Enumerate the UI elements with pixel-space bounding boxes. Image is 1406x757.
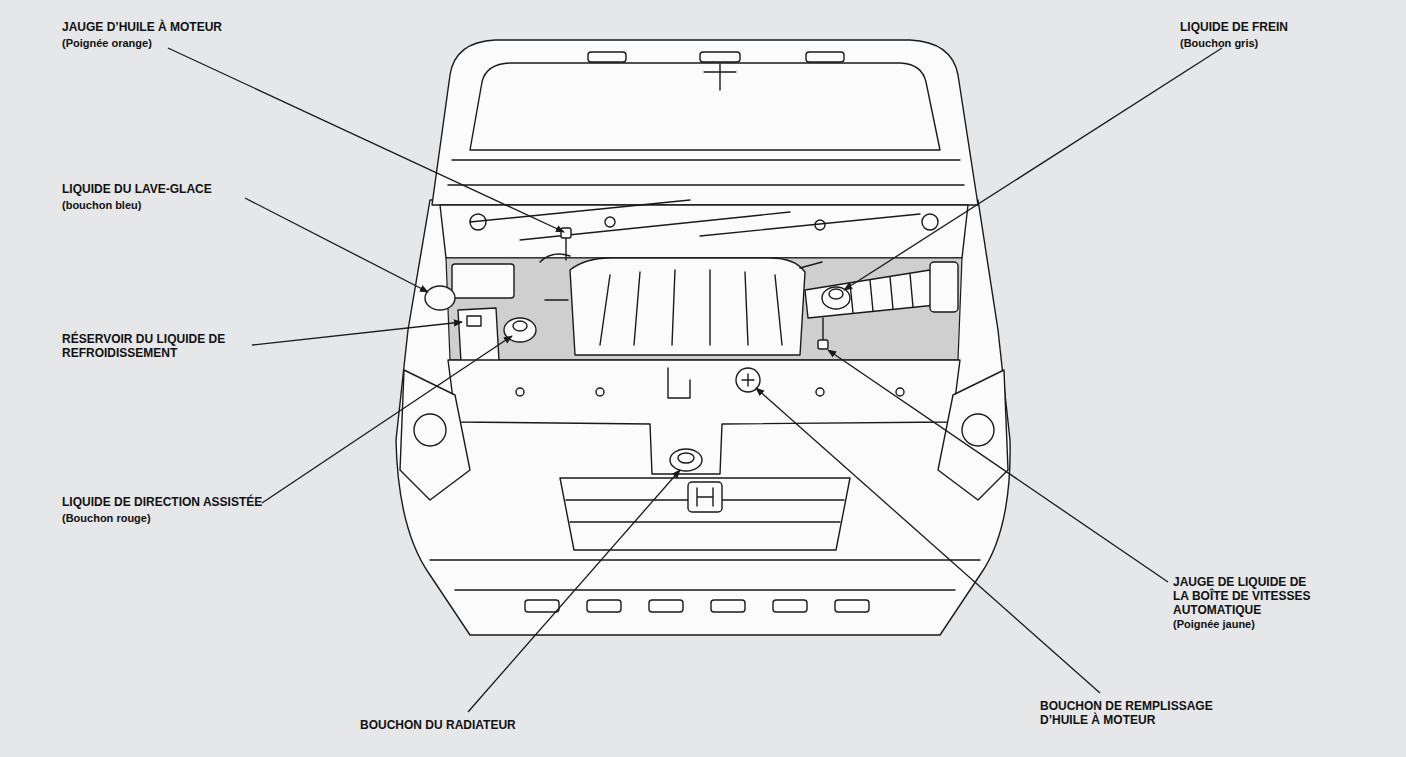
washer-cap [425,286,455,310]
bumper-line [430,560,980,590]
hood-outer [432,40,978,205]
headlight-lens [962,414,994,446]
headlight [938,370,1008,500]
oil-dipstick-handle [561,228,571,238]
air-box [930,262,958,312]
strut-tower [470,214,486,230]
leader-line [168,48,564,232]
cap-color-note: (Poignée orange) [62,36,152,50]
cap-color-note: (Bouchon gris) [1180,36,1258,50]
hood-vent [806,52,844,62]
leader-line [468,470,680,712]
brake-cap [829,289,843,299]
grille [560,478,850,550]
hood-vent [588,52,626,62]
cap-color-note: (Bouchon rouge) [62,511,151,525]
part-label: LIQUIDE DE DIRECTION ASSISTÉE [62,495,262,509]
cover-clip [596,388,604,396]
bumper-slot [587,600,621,612]
cap-color-note: (Poignée jaune) [1173,617,1255,631]
radiator-support-cover [448,360,960,474]
part-label: JAUGE D’HUILE À MOTEUR [62,20,222,34]
bumper-slot [711,600,745,612]
leader-line [245,198,428,292]
oil-dipstick [565,236,566,260]
engine-cover-rib [600,270,782,345]
cover-clip [816,388,824,396]
bumper-slot [835,600,869,612]
part-label: LIQUIDE DU LAVE-GLACE [62,182,212,196]
headlight-lens [414,414,446,446]
hood-latch-bracket [668,368,690,398]
power-steering-cap [513,321,527,331]
strut-tower [922,214,938,230]
hood-vent [700,52,740,62]
leader-line [262,336,512,503]
part-label: JAUGE DE LIQUIDE DE LA BOÎTE DE VITESSES… [1173,575,1318,617]
cowl-panel [440,205,968,258]
radiator-cap-top [678,453,694,463]
battery [452,264,514,298]
part-label: LIQUIDE DE FREIN [1180,20,1288,34]
air-intake [805,270,936,318]
coolant-cap [467,316,481,326]
part-label: RÉSERVOIR DU LIQUIDE DE REFROIDISSEMENT [62,332,247,360]
leader-line [252,322,462,345]
engine-hose [540,254,822,300]
engine-cover [570,258,805,355]
brake-reservoir [822,287,850,309]
radiator-cap [670,449,702,471]
honda-logo-mark [697,488,713,506]
oil-filler-cap-grip [742,374,754,386]
cap-color-note: (bouchon bleu) [62,198,141,212]
car-body [396,200,1010,635]
bumper-slot [773,600,807,612]
part-label: BOUCHON DE REMPLISSAGE D’HUILE À MOTEUR [1040,699,1225,727]
cowl-bolt [815,220,825,230]
leader-line [828,350,1168,582]
honda-logo [688,482,722,512]
hood-lip [448,160,964,185]
hood-latch [704,64,736,90]
engine-bay [446,258,962,360]
leader-line [844,48,1222,290]
leader-line [756,388,1100,693]
cover-clip [516,388,524,396]
transmission-dipstick-handle [818,340,828,349]
bumper-slot [525,600,559,612]
hood-inner-panel [470,63,940,150]
headlight [400,370,470,500]
bumper-slot [649,600,683,612]
cowl-bolt [605,217,615,227]
cover-clip [896,388,904,396]
part-label: BOUCHON DU RADIATEUR [360,718,516,732]
